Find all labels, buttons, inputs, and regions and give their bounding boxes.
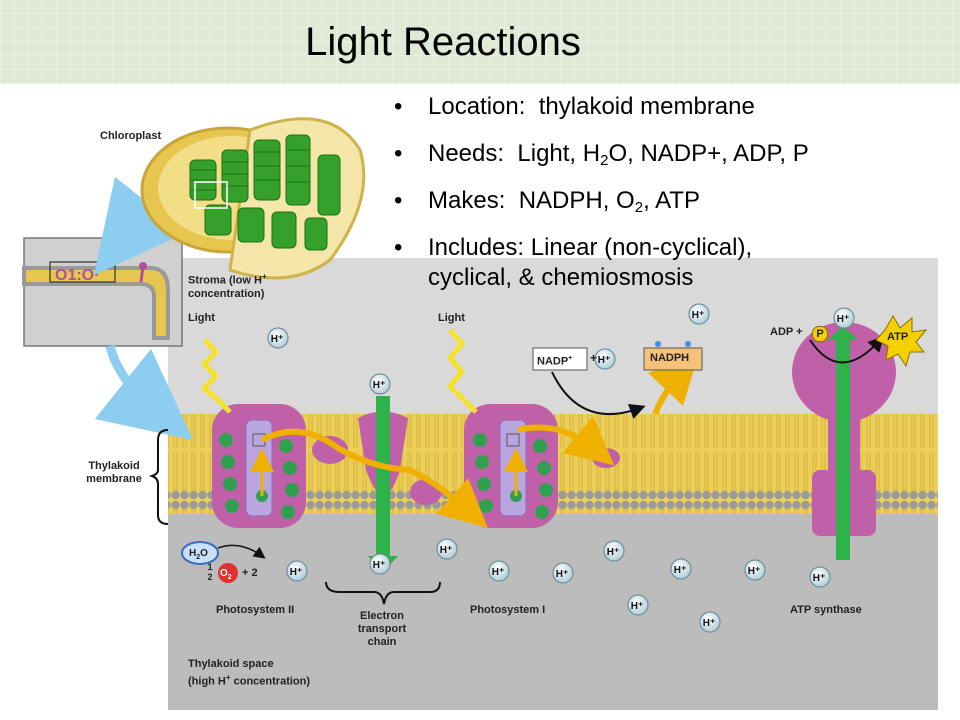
nadp-plus: + [590, 351, 598, 365]
plastoquinone [312, 436, 348, 464]
nadph-box [643, 347, 703, 371]
nadp-label: NADP+ [537, 355, 573, 368]
needs-text-post: O, NADP+, ADP, P [608, 140, 809, 167]
atp-label: ATP [887, 331, 909, 343]
photosystem-ii-label: Photosystem II [216, 604, 295, 616]
stroma-label-line1: Stroma (low H [188, 274, 262, 287]
hydrogen-ions [267, 303, 855, 633]
chloroplast-label: Chloroplast [100, 130, 162, 142]
svg-text:H⁺: H⁺ [607, 547, 620, 558]
needs-subscript: 2 [600, 152, 609, 169]
phosphate-label: P [812, 326, 828, 342]
photosystem-i-complex [464, 404, 558, 528]
needs-text-pre: Light, H [504, 140, 601, 167]
photosystem-i-label: Photosystem I [470, 604, 546, 616]
includes-text-line2: cyclical, & chemiosmosis [428, 264, 694, 291]
slide-title: Light Reactions [305, 20, 581, 64]
bullet-includes: • Includes: Linear (non-cyclical), cycli… [392, 233, 952, 293]
oxygen-label: O2 [220, 568, 232, 581]
makes-text-post: , ATP [643, 187, 700, 214]
svg-text:H⁺: H⁺ [492, 567, 505, 578]
svg-text:H⁺: H⁺ [556, 569, 569, 580]
title-band [0, 0, 960, 84]
location-label: Location: [428, 93, 526, 120]
ferredoxin [592, 448, 620, 468]
needs-label: Needs: [428, 140, 505, 167]
makes-label: Makes: [428, 187, 506, 214]
atp-starburst [875, 315, 928, 368]
two-h-label: + 2 [242, 567, 258, 579]
chloroplast-image [140, 117, 366, 280]
includes-label: Includes: [428, 234, 525, 261]
etc-brace [325, 581, 441, 605]
hydrogen-ion-labels: H⁺ H⁺ H⁺ H⁺ H⁺ H⁺ H⁺ H⁺ H⁺ H⁺ H⁺ H⁺ H⁺ H⁺ H⁺ H⁺ [271, 310, 850, 629]
svg-text:H⁺: H⁺ [440, 545, 453, 556]
svg-text:H⁺: H⁺ [290, 567, 303, 578]
makes-subscript: 2 [634, 199, 644, 216]
bullet-location: • Location: thylakoid membrane [392, 92, 952, 122]
nadp-box [532, 347, 588, 371]
thylakoid-membrane-label-line2: membrane [86, 473, 142, 485]
zoom-arrow-2 [94, 344, 194, 441]
svg-text:H⁺: H⁺ [373, 560, 386, 571]
photosystem-ii-complex [212, 404, 306, 528]
stroma-plus: + [261, 272, 267, 281]
atp-synthase-label: ATP synthase [790, 604, 862, 616]
bullet-list: • Location: thylakoid membrane • Needs: … [392, 92, 952, 310]
nadph-label: NADPH [650, 352, 690, 364]
water-molecule [181, 541, 219, 565]
svg-text:H⁺: H⁺ [748, 566, 761, 577]
svg-text:H⁺: H⁺ [598, 355, 611, 366]
stroma-label-line2: concentration) [188, 287, 265, 300]
adp-label: ADP + [770, 326, 803, 338]
svg-text:H⁺: H⁺ [813, 573, 826, 584]
bullet-dot: • [394, 93, 403, 120]
light-label-psii: Light [188, 312, 215, 324]
bullet-needs: • Needs: Light, H2O, NADP+, ADP, P [392, 139, 952, 169]
includes-text: Linear (non-cyclical), [524, 234, 753, 261]
light-wave-psi [446, 328, 478, 414]
water-label: H2O [189, 548, 208, 561]
bullet-dot: • [394, 234, 403, 261]
bullet-dot: • [394, 187, 403, 214]
location-text: thylakoid membrane [525, 93, 755, 120]
thylakoid-membrane-label-line1: Thylakoid [88, 460, 140, 472]
svg-text:H⁺: H⁺ [631, 601, 644, 612]
svg-text:H⁺: H⁺ [692, 310, 705, 321]
makes-text-pre: NADPH, O [505, 187, 635, 214]
svg-text:H⁺: H⁺ [703, 618, 716, 629]
svg-text:H⁺: H⁺ [674, 565, 687, 576]
thylakoid-membrane-label: Thylakoid membrane [74, 460, 154, 486]
svg-text:H⁺: H⁺ [837, 314, 850, 325]
svg-text:H⁺: H⁺ [373, 380, 386, 391]
thylakoid-space-label: Thylakoid space (high H+ concentration) [188, 658, 311, 688]
oxygen-molecule [218, 563, 238, 583]
stroma-label: Stroma (low H+ concentration) [188, 270, 267, 301]
svg-text:O1:O·: O1:O· [55, 267, 99, 284]
thylakoid-membrane-brace [148, 429, 169, 525]
bullet-dot: • [394, 140, 403, 167]
light-wave-psii [200, 338, 232, 414]
thylakoid-space-region [168, 510, 938, 710]
bullet-makes: • Makes: NADPH, O2, ATP [392, 186, 952, 216]
svg-text:H⁺: H⁺ [271, 334, 284, 345]
etc-label: Electron transport chain [357, 610, 407, 648]
light-label-psi: Light [438, 312, 465, 324]
